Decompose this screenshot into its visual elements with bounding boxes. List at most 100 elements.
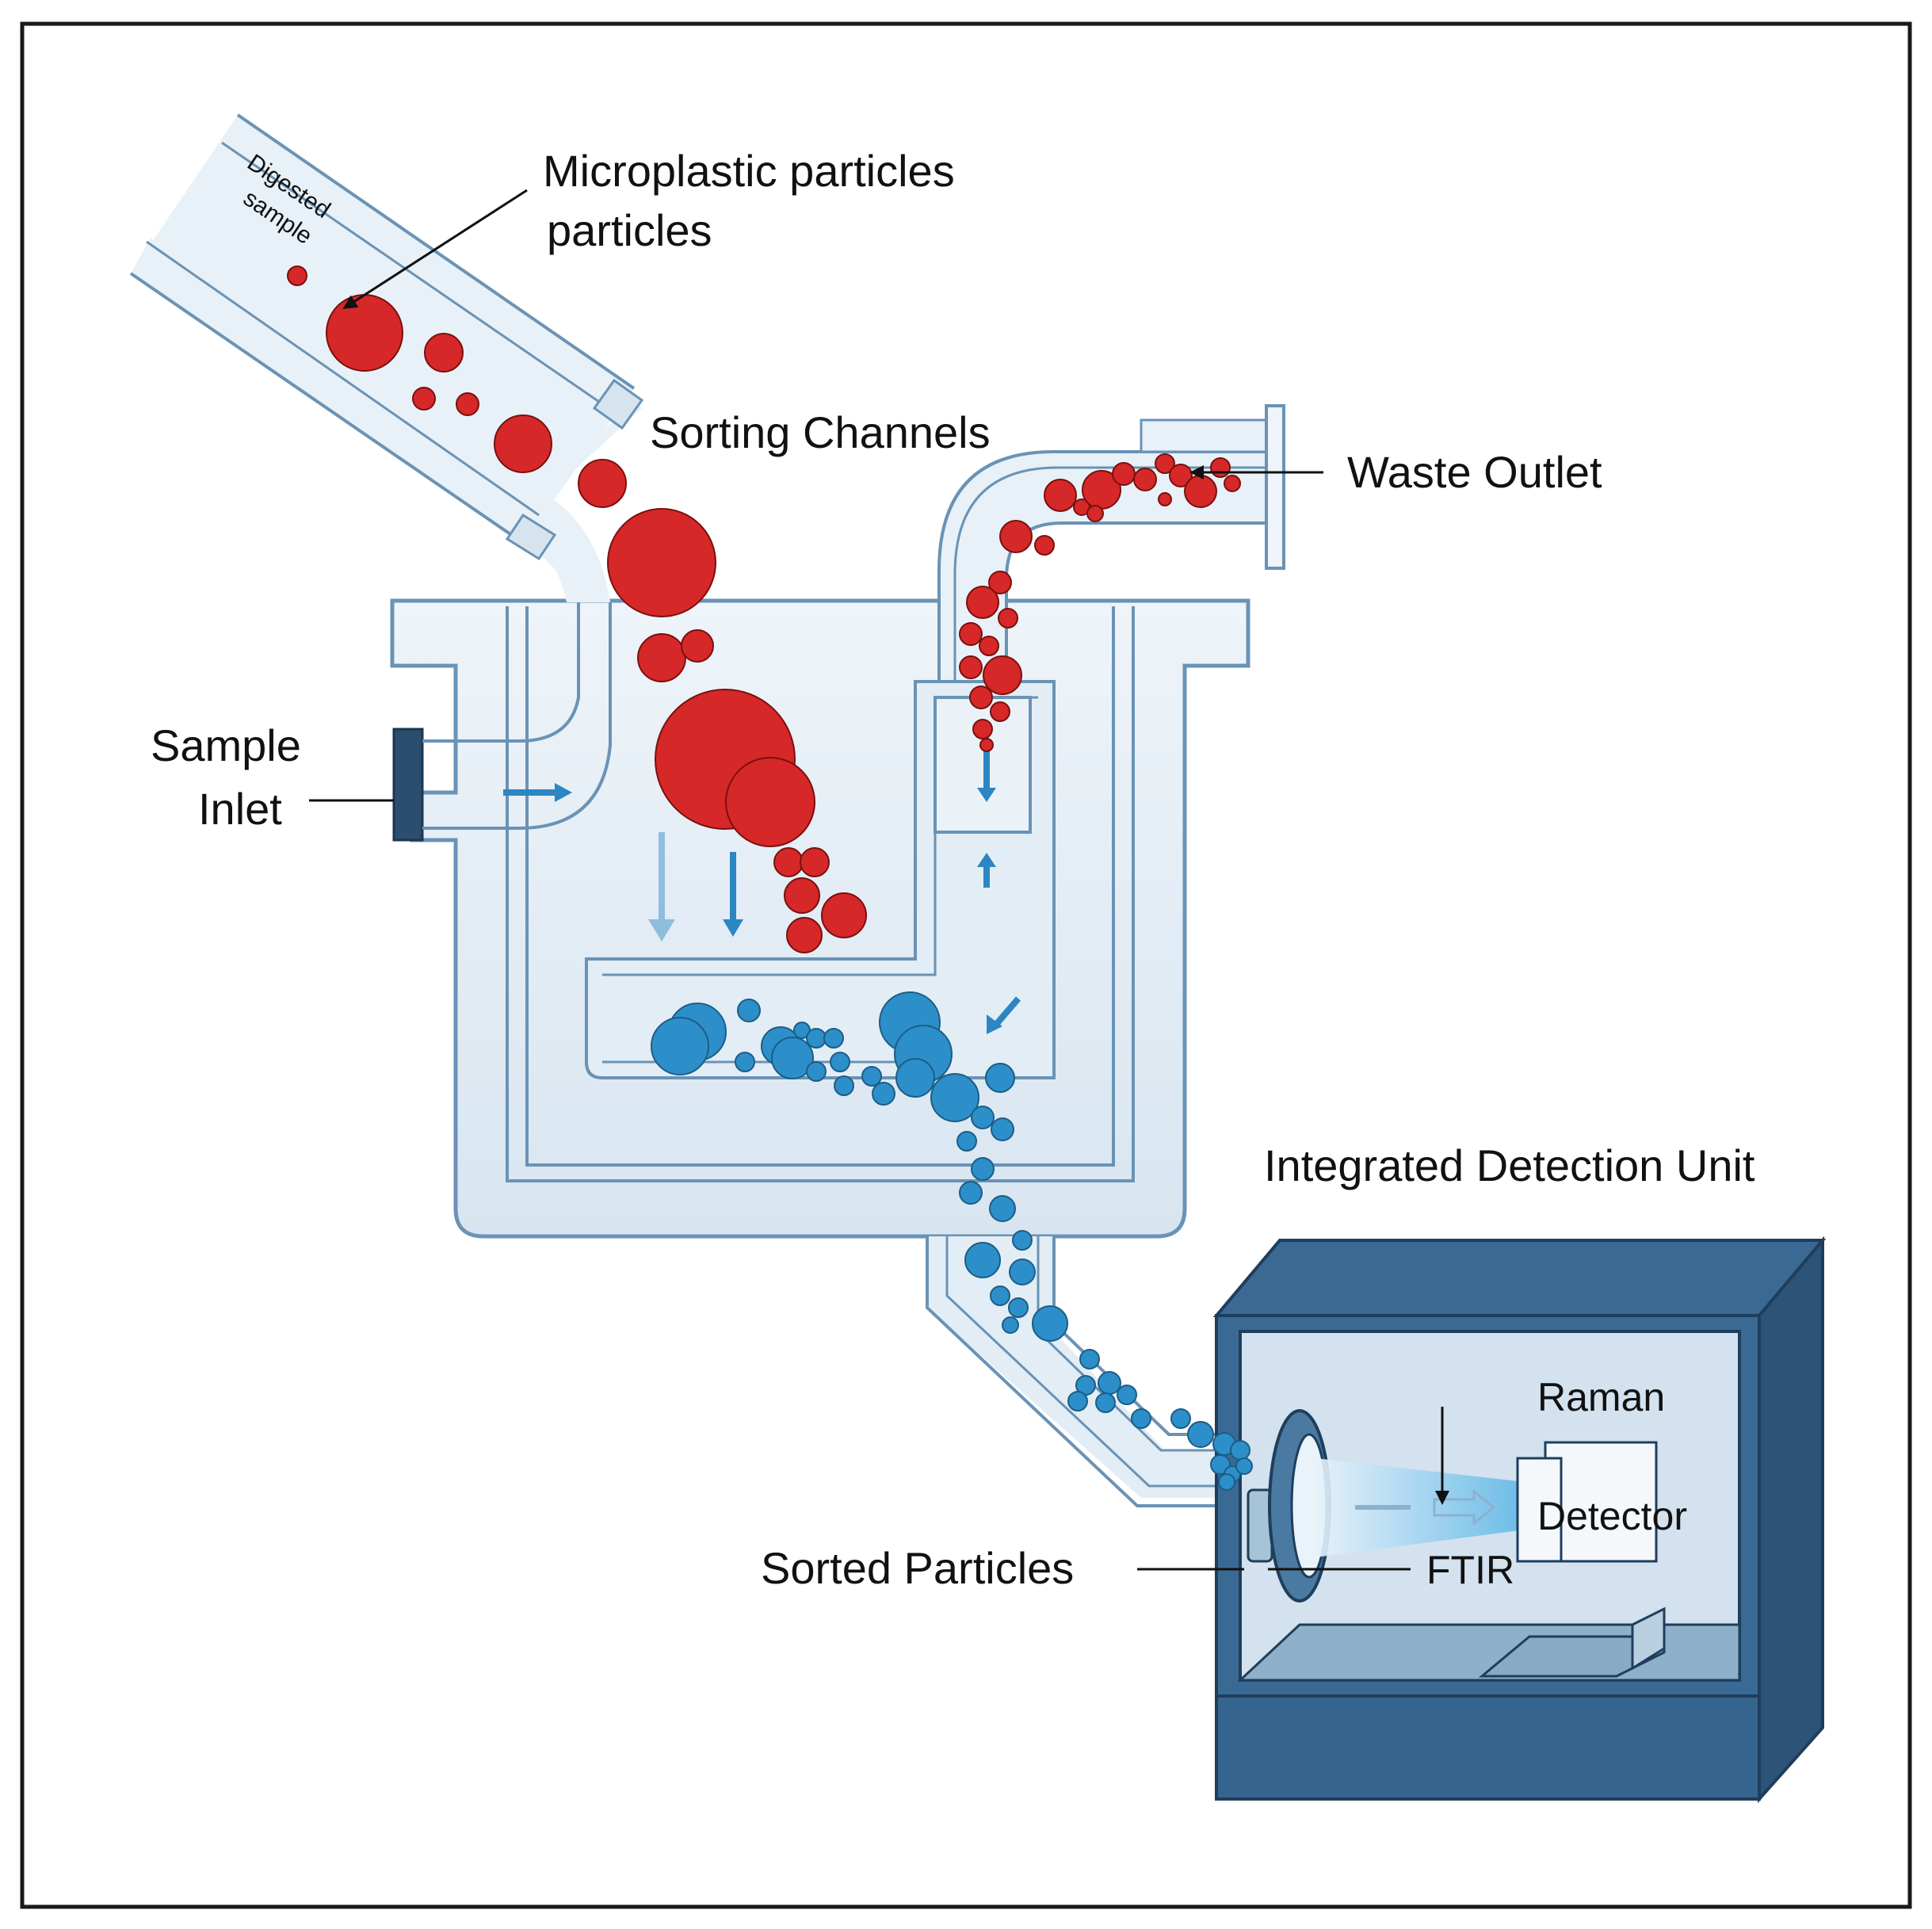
ftir-label: FTIR <box>1426 1548 1514 1592</box>
microplastic-particle-icon <box>1224 475 1241 492</box>
sorted-particles-label: Sorted Particles <box>761 1543 1074 1593</box>
arrow-icon <box>977 745 996 802</box>
sorted-particle-icon <box>1218 1473 1235 1491</box>
microplastic-particle-icon <box>1155 453 1175 474</box>
sorted-particle-icon <box>737 999 761 1022</box>
microplastic-particle-icon <box>821 892 867 938</box>
sorted-particle-icon <box>895 1058 935 1098</box>
microplastic-particle-icon <box>456 392 479 416</box>
microplastic-particle-icon <box>983 655 1022 695</box>
microplastic-particle-icon <box>786 917 823 953</box>
microplastic-particle-icon <box>494 414 552 473</box>
microplastic-particle-icon <box>773 847 804 877</box>
sorted-particle-icon <box>1008 1297 1029 1318</box>
arrow-icon <box>987 996 1021 1034</box>
arrow-icon <box>977 853 996 888</box>
sorted-particle-icon <box>930 1073 979 1122</box>
microplastic-particle-icon <box>578 459 627 508</box>
microplastic-particle-icon <box>966 586 999 619</box>
microplastic-particle-icon <box>969 686 993 709</box>
sorted-particle-icon <box>1131 1408 1151 1429</box>
sorted-particle-icon <box>872 1082 895 1106</box>
raman-label: Raman <box>1537 1375 1665 1419</box>
sorted-particle-icon <box>959 1181 983 1205</box>
sorted-particle-icon <box>830 1052 850 1072</box>
sorted-particle-icon <box>1187 1421 1214 1448</box>
sorted-particle-icon <box>956 1131 977 1152</box>
integrated-detection-unit-label: Integrated Detection Unit <box>1264 1140 1755 1190</box>
sorted-particle-icon <box>1230 1440 1250 1461</box>
sorted-particle-icon <box>651 1017 709 1075</box>
sorted-particle-icon <box>1095 1392 1116 1413</box>
microplastic-particle-icon <box>979 636 999 656</box>
microplastic-particle-icon <box>287 265 307 286</box>
sorted-particle-icon <box>985 1063 1015 1093</box>
sorted-particle-icon <box>1032 1305 1068 1342</box>
microplastic-particle-icon <box>637 633 686 682</box>
microplastic-particle-icon <box>800 847 830 877</box>
microplastic-particle-icon <box>424 333 464 372</box>
microplastic-particle-icon <box>959 622 983 646</box>
microplastic-particle-icon <box>972 719 993 739</box>
labels: Digested sample Microplastic particles p… <box>151 146 1755 1593</box>
sorted-particle-icon <box>971 1106 995 1129</box>
sorted-particle-icon <box>1009 1259 1036 1285</box>
microplastic-particle-icon <box>1034 535 1055 556</box>
sorted-particle-icon <box>1098 1371 1121 1395</box>
microplastic-particle-icon <box>1086 505 1104 522</box>
microplastic-particle-icon <box>999 520 1033 553</box>
microplastic-particle-icon <box>1044 479 1077 512</box>
microplastic-particles-label: Microplastic particles <box>543 146 955 196</box>
sorted-particle-icon <box>806 1061 827 1082</box>
sorted-particle-icon <box>861 1066 882 1087</box>
sorted-particle-icon <box>834 1075 854 1096</box>
microplastic-particle-icon <box>998 608 1018 628</box>
arrow-icon <box>648 832 675 942</box>
microplastic-particle-icon <box>1184 475 1217 508</box>
integrated-detection-unit <box>1212 1236 1827 1804</box>
microplastic-particle-icon <box>959 655 983 679</box>
sample-inlet-port <box>392 601 612 842</box>
sorted-particle-icon <box>989 1195 1016 1222</box>
sorted-particle-icon <box>735 1052 755 1072</box>
flow-arrows <box>503 745 1021 1034</box>
microplastic-particle-icon <box>1158 492 1172 506</box>
microplastic-particle-icon <box>988 571 1012 594</box>
microplastic-particle-icon <box>784 877 820 914</box>
sorted-particle-icon <box>1117 1385 1137 1405</box>
waste-outlet-label: Waste Outlet <box>1347 447 1602 497</box>
sorted-particle-icon <box>806 1028 827 1049</box>
arrow-icon <box>723 852 743 937</box>
microplastic-particle-icon <box>979 738 994 752</box>
leader-lines <box>309 189 1449 1571</box>
microplastic-particle-icon <box>412 387 436 411</box>
sample-inlet-label: Sample <box>151 720 301 770</box>
sorted-particle-icon <box>1067 1391 1088 1411</box>
sorted-particle-icon <box>990 1285 1010 1306</box>
sorted-particle-icon <box>991 1117 1014 1141</box>
microplastic-particle-icon <box>990 701 1010 722</box>
particles-layer <box>287 265 1253 1491</box>
sorted-particle-icon <box>1012 1230 1033 1251</box>
detector-label: Detector <box>1537 1494 1687 1538</box>
microplastic-particle-icon <box>1112 462 1136 486</box>
sorted-particle-icon <box>1002 1316 1019 1334</box>
microplastic-particle-icon <box>725 757 815 847</box>
sorting-tank <box>390 598 1250 1239</box>
arrow-icon <box>503 783 572 802</box>
microplastic-particle-icon <box>326 294 403 372</box>
sorted-particle-icon <box>823 1028 844 1049</box>
microplastic-particle-icon <box>1210 457 1231 478</box>
sorted-particle-icon <box>964 1242 1001 1278</box>
sample-inlet-label-2: Inlet <box>198 784 282 834</box>
sorting-channels-label: Sorting Channels <box>650 407 991 457</box>
sorted-particle-icon <box>771 1037 814 1079</box>
sorted-particle-icon <box>1170 1408 1191 1429</box>
sorted-particle-icon <box>1235 1457 1253 1475</box>
microplastic-particle-icon <box>681 629 714 663</box>
microplastic-particles-label-2: particles <box>547 205 712 255</box>
sorted-particle-icon <box>1079 1349 1100 1369</box>
microplastic-particle-icon <box>1133 468 1157 491</box>
microplastic-particle-icon <box>607 508 716 617</box>
